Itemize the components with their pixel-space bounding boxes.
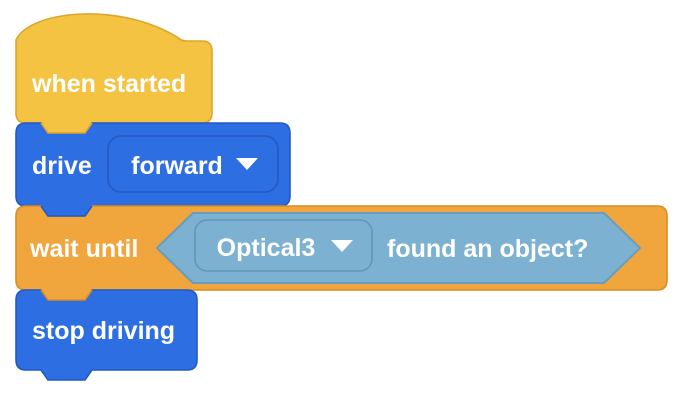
wait-until-label: wait until (29, 235, 138, 263)
block-drive[interactable]: drive forward (15, 122, 291, 207)
block-stop-driving[interactable]: stop driving (15, 289, 198, 381)
dropdown-arrow-icon (331, 240, 353, 252)
stop-driving-block-shape[interactable] (15, 289, 198, 381)
sensor-dropdown-value: Optical3 (217, 234, 316, 262)
drive-direction-value: forward (131, 152, 223, 180)
wait-until-block-bottom-tab (40, 288, 93, 301)
sensor-dropdown-field[interactable] (194, 219, 373, 272)
hat-block-bottom-tab (40, 121, 93, 134)
stop-driving-label: stop driving (32, 317, 175, 345)
drive-block-bottom-tab (40, 204, 93, 217)
drive-direction-dropdown-field[interactable] (107, 135, 279, 193)
hat-block-shape[interactable] (15, 13, 213, 124)
block-wait-until[interactable]: wait until Optical3 found an object? (15, 205, 668, 291)
condition-label: found an object? (387, 235, 588, 263)
when-started-label: when started (31, 70, 186, 98)
sensor-dropdown[interactable]: Optical3 (194, 219, 373, 272)
drive-label: drive (32, 152, 92, 180)
block-when-started[interactable]: when started (15, 13, 213, 124)
dropdown-arrow-icon (236, 158, 258, 170)
drive-direction-dropdown[interactable]: forward (107, 135, 279, 193)
condition-found-an-object[interactable]: Optical3 found an object? (156, 212, 641, 284)
